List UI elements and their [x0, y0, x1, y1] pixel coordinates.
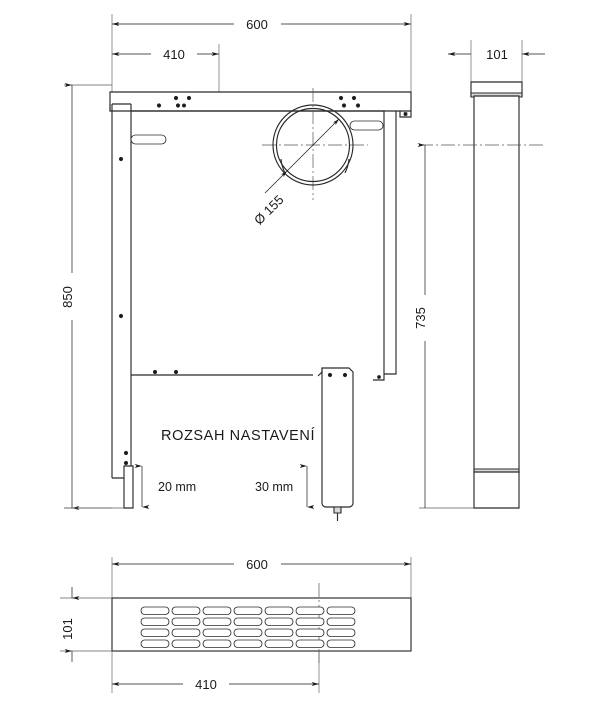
dim-right-travel-30mm: 30 mm [255, 463, 315, 510]
dim-front-width-600: 600 [112, 17, 411, 32]
top-plate-hole [341, 103, 347, 108]
grille-slot [264, 628, 294, 637]
body-hole [173, 369, 179, 375]
body-hole [123, 450, 129, 456]
grille-slot [171, 617, 201, 626]
flue-diameter-arrow [280, 118, 340, 178]
adjustment-range-title: ROZSAH NASTAVENÍ [161, 427, 315, 444]
side-base [473, 471, 520, 509]
dim-plan-inner-410: 410 [112, 677, 319, 692]
dim-label-plan-inner: 410 [195, 677, 217, 692]
grille-slot [326, 617, 356, 626]
bottom-plan-group: 600 [60, 557, 412, 693]
top-plate-hole [355, 103, 361, 108]
side-body [470, 81, 523, 509]
dim-label-plan-height: 101 [60, 618, 75, 640]
left-mount-slot [130, 134, 167, 145]
grille-slot [295, 628, 325, 637]
body-hole [118, 313, 124, 319]
top-plate [109, 91, 412, 118]
dim-label-front-height: 850 [60, 286, 75, 308]
grille-slot [295, 617, 325, 626]
top-plate-corner-hole [403, 112, 408, 116]
grille-slot [326, 606, 356, 615]
grille-slot [326, 639, 356, 648]
dim-plan-height-101: 101 [60, 587, 112, 662]
body-notch-hole [377, 375, 381, 379]
grille-slot [140, 606, 170, 615]
dim-left-travel-20mm: 20 mm [134, 463, 196, 510]
leg-mount-hole [342, 372, 348, 378]
dim-front-inner-410: 410 [112, 47, 219, 62]
grille-slot [326, 628, 356, 637]
body-hole [118, 156, 124, 162]
grille-slot [171, 628, 201, 637]
top-plate-hole [181, 103, 186, 108]
dim-plan-width-600: 600 [112, 557, 411, 572]
dim-side-height-735: 735 [413, 142, 545, 509]
right-mount-slot [349, 120, 384, 131]
grille-slot [233, 628, 263, 637]
leg-adjust-screw [333, 506, 342, 514]
dim-label-front-width: 600 [246, 17, 268, 32]
grille-slot [140, 639, 170, 648]
dim-label-flue-diameter: Ø 155 [251, 192, 287, 228]
grille-slot [264, 639, 294, 648]
top-plate-hole [173, 95, 179, 101]
top-plate-hole [186, 95, 192, 101]
top-plate-hole [156, 103, 162, 108]
grille-slot [171, 606, 201, 615]
right-adjustable-leg [317, 367, 354, 521]
left-adjustable-foot [123, 465, 134, 509]
grille-slot [233, 639, 263, 648]
grille-slot [202, 606, 232, 615]
grille-slot [202, 639, 232, 648]
dim-label-plan-width: 600 [246, 557, 268, 572]
dim-label-left-travel: 20 mm [158, 480, 196, 494]
top-plate-hole [351, 95, 357, 101]
dim-label-side-height: 735 [413, 307, 428, 329]
grille-slot [171, 639, 201, 648]
side-elevation-group: 101 735 [413, 40, 545, 509]
grille-slot [233, 606, 263, 615]
flue-leader-line [264, 170, 288, 194]
grille-slot [140, 628, 170, 637]
body-hole [152, 369, 158, 375]
flue-inner-circle [275, 107, 351, 183]
grille-slot [140, 617, 170, 626]
side-column [473, 95, 520, 473]
grille-slot [233, 617, 263, 626]
dim-front-height-850: 850 [60, 82, 112, 511]
dim-side-depth-101: 101 [448, 47, 545, 62]
dim-label-right-travel: 30 mm [255, 480, 293, 494]
grille-slot [295, 639, 325, 648]
dim-label-front-inner: 410 [163, 47, 185, 62]
grille-slot-array [140, 606, 356, 648]
grille-slot [295, 606, 325, 615]
body-hole [123, 460, 129, 466]
front-elevation-group: 600 410 850 [60, 14, 412, 521]
grille-slot [202, 617, 232, 626]
top-plate-hole [338, 95, 344, 101]
top-plate-hole [175, 103, 181, 108]
grille-slot [264, 617, 294, 626]
grille-slot [202, 628, 232, 637]
grille-slot [264, 606, 294, 615]
dim-label-side-depth: 101 [486, 47, 508, 62]
flue-outer-circle [272, 104, 354, 186]
leg-mount-hole [327, 372, 333, 378]
